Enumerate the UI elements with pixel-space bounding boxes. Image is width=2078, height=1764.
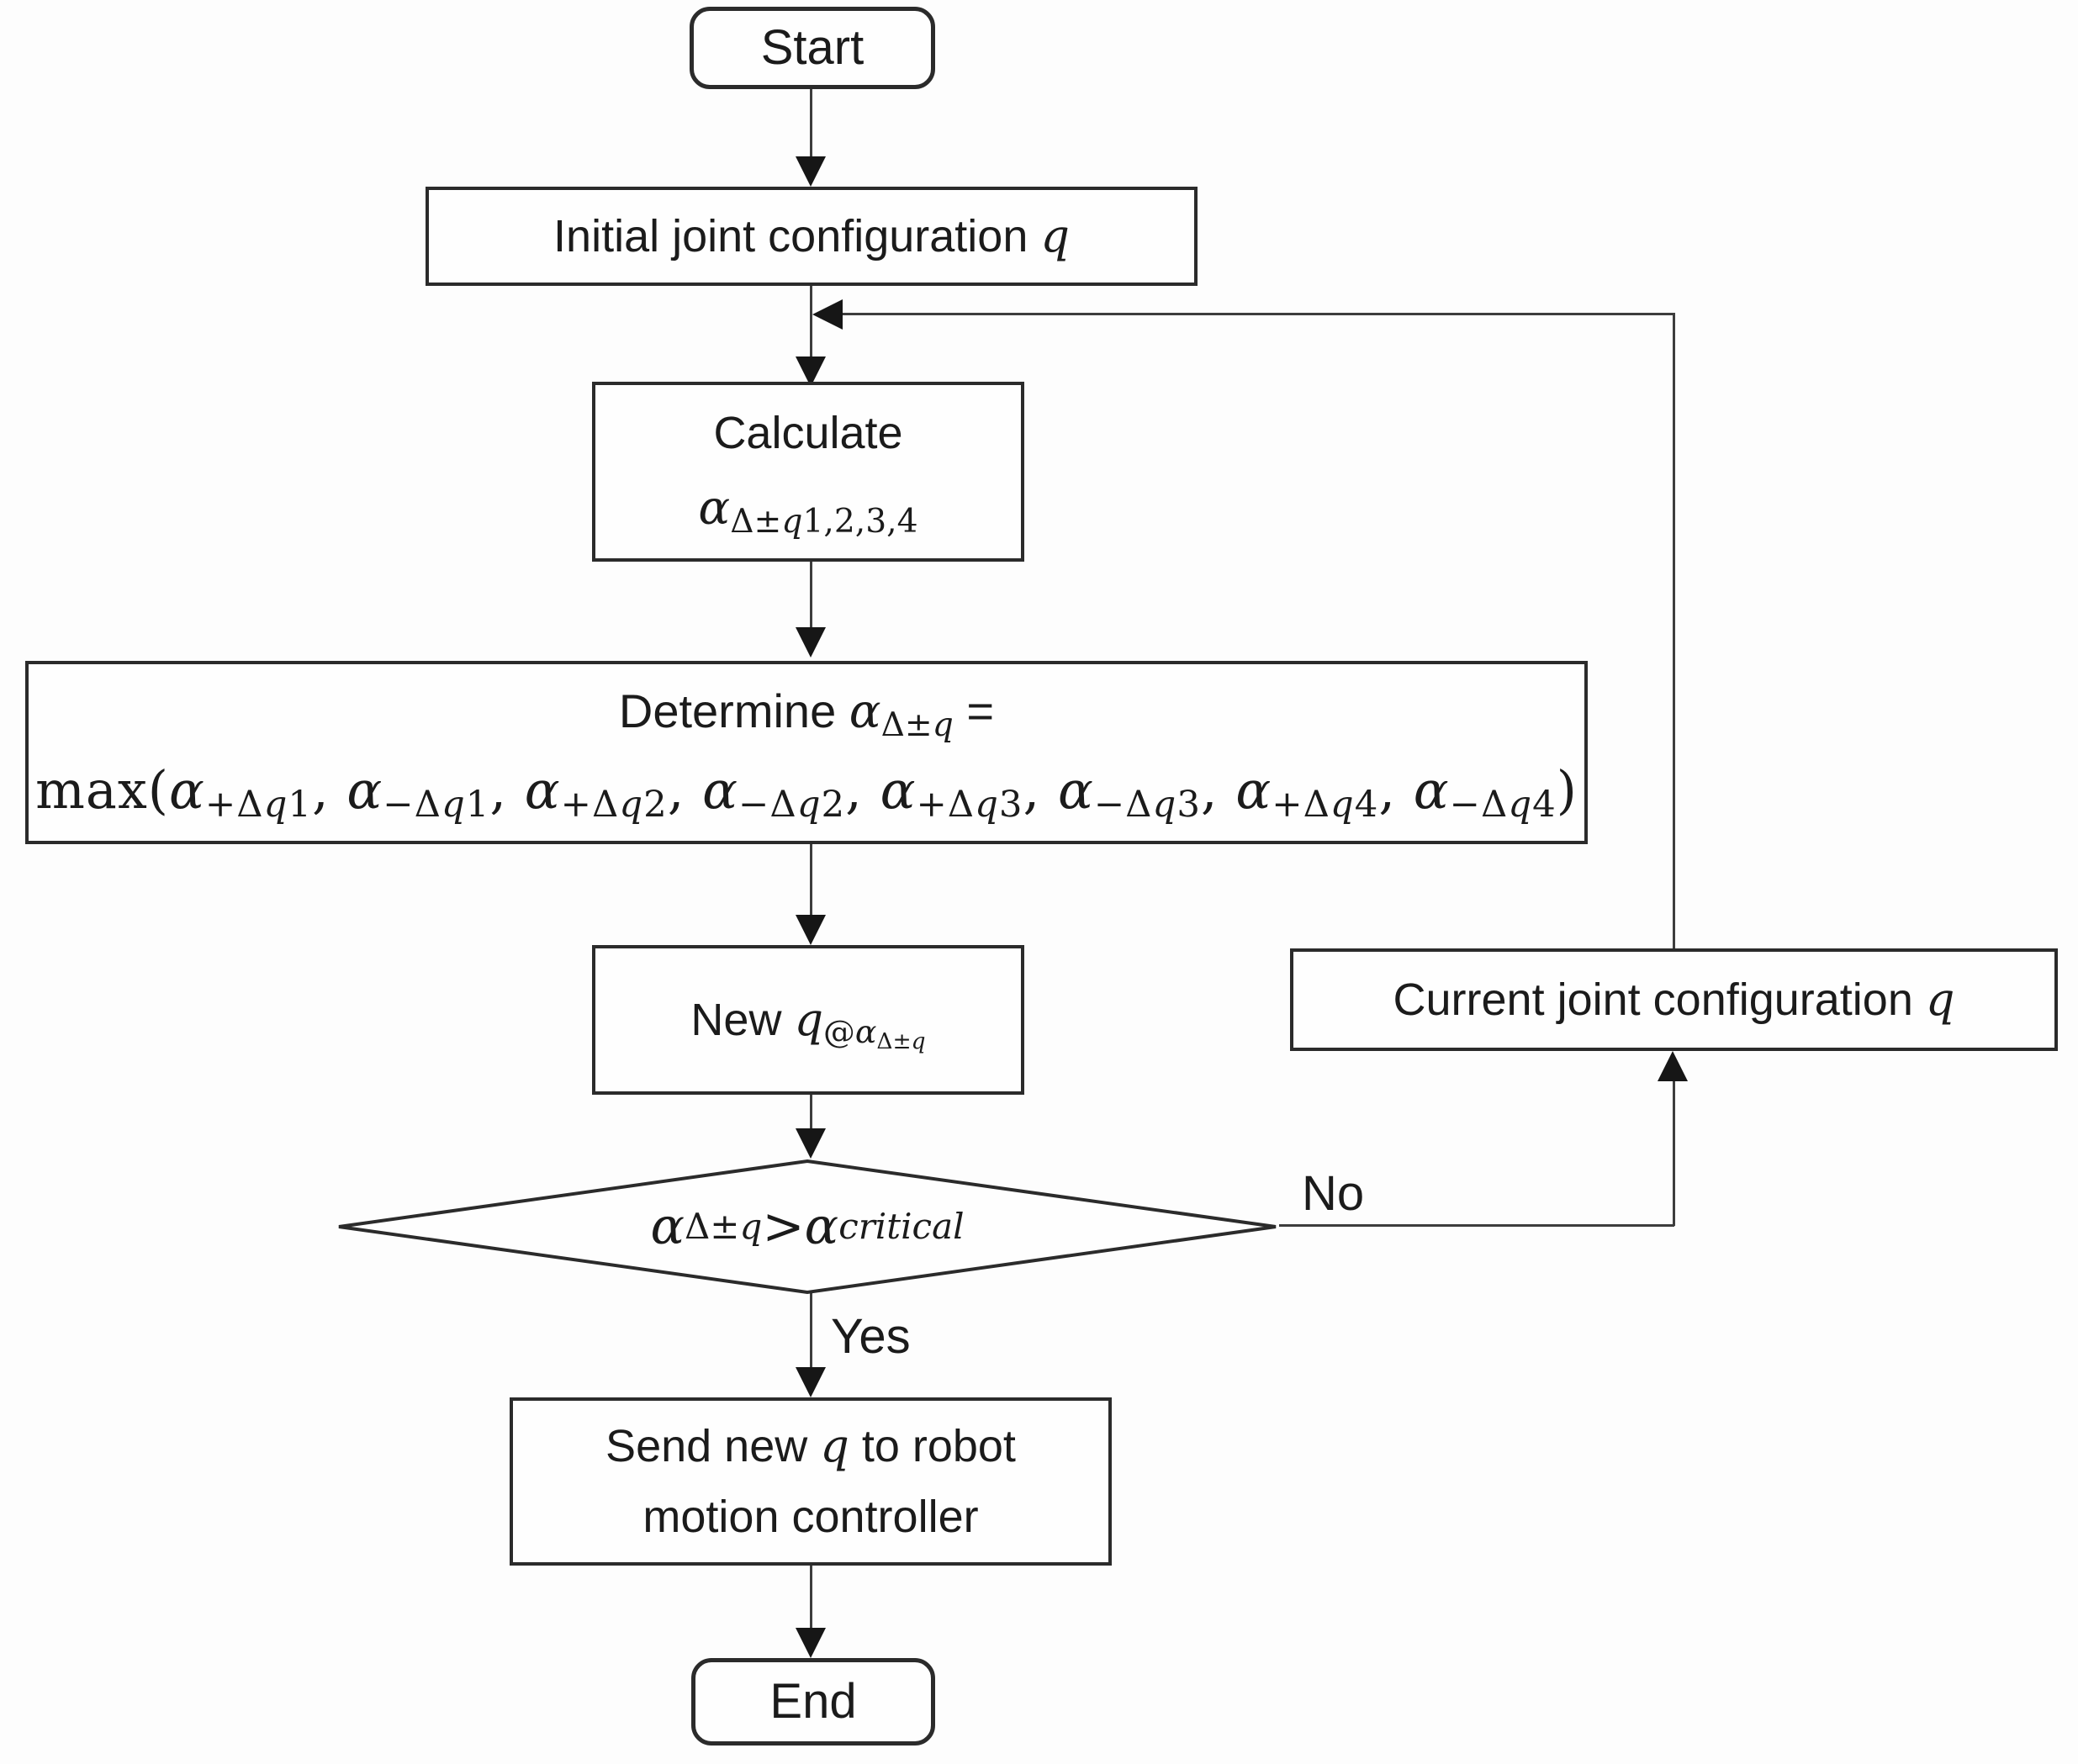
initial-q-symbol: q — [1040, 209, 1070, 262]
edge-determine-new-arrowhead-icon — [796, 915, 826, 945]
edge-new-decision-line — [810, 1093, 812, 1130]
current-joint-configuration-node: Current joint configuration q — [1290, 948, 2058, 1051]
max-term-5: α+Δq3, — [880, 758, 1058, 827]
edge-determine-new-line — [810, 844, 812, 916]
calculate-label: Calculate — [713, 408, 903, 459]
edge-feedback-vertical-line — [1673, 313, 1675, 948]
edge-calculate-determine-line — [810, 562, 812, 631]
edge-calculate-determine-arrowhead-icon — [796, 627, 826, 658]
current-joint-configuration-label: Current joint configuration q — [1393, 972, 1955, 1026]
send-label-line1: Send new q to robot — [605, 1418, 1016, 1472]
send-label-line2: motion controller — [642, 1492, 979, 1543]
edge-initial-calculate-line — [810, 284, 812, 358]
max-term-4: α−Δq2, — [702, 758, 880, 827]
edge-feedback-horizontal-line — [843, 313, 1675, 315]
max-term-7: α+Δq4, — [1235, 758, 1414, 827]
calculate-formula: αΔ±q1,2,3,4 — [698, 481, 918, 541]
end-node-label: End — [769, 1673, 857, 1729]
send-node: Send new q to robot motion controller — [510, 1397, 1112, 1566]
max-term-2: α−Δq1, — [346, 758, 525, 827]
edge-no-horizontal-line — [1279, 1224, 1674, 1227]
edge-start-initial-line — [810, 87, 812, 158]
edge-send-end-line — [810, 1566, 812, 1629]
initial-joint-configuration-label: Initial joint configuration q — [553, 209, 1070, 262]
max-term-6: α−Δq3, — [1057, 758, 1236, 827]
determine-label: Determine αΔ±q = — [618, 684, 995, 744]
end-node: End — [691, 1658, 935, 1746]
decision-diamond-shape — [338, 1159, 1277, 1295]
current-q-symbol: q — [1925, 972, 1955, 1026]
edge-decision-send-arrowhead-icon — [796, 1367, 826, 1397]
new-q-node: New q@αΔ±q — [592, 945, 1024, 1095]
edge-no-arrowhead-icon — [1658, 1051, 1688, 1081]
edge-no-vertical-line — [1673, 1080, 1675, 1226]
max-term-1: α+Δq1, — [169, 758, 347, 827]
new-q-label: New q@αΔ±q — [690, 992, 926, 1054]
max-term-8: α−Δq4) — [1413, 758, 1578, 827]
edge-new-decision-arrowhead-icon — [796, 1128, 826, 1159]
start-node-label: Start — [760, 19, 865, 75]
edge-decision-send-line — [810, 1293, 812, 1369]
initial-joint-configuration-node: Initial joint configuration q — [426, 187, 1198, 286]
edge-send-end-arrowhead-icon — [796, 1628, 826, 1658]
max-term-3: α+Δq2, — [524, 758, 703, 827]
start-node: Start — [690, 7, 935, 89]
edge-start-initial-arrowhead-icon — [796, 156, 826, 187]
edge-feedback-arrowhead-icon — [812, 299, 843, 330]
determine-node: Determine αΔ±q = max(α+Δq1, α−Δq1, α+Δq2… — [25, 661, 1588, 844]
no-label: No — [1302, 1166, 1365, 1221]
yes-label: Yes — [831, 1309, 911, 1364]
determine-max-formula: max(α+Δq1, α−Δq1, α+Δq2, α−Δq2, α+Δq3, α… — [35, 758, 1578, 827]
calculate-node: Calculate αΔ±q1,2,3,4 — [592, 382, 1024, 562]
